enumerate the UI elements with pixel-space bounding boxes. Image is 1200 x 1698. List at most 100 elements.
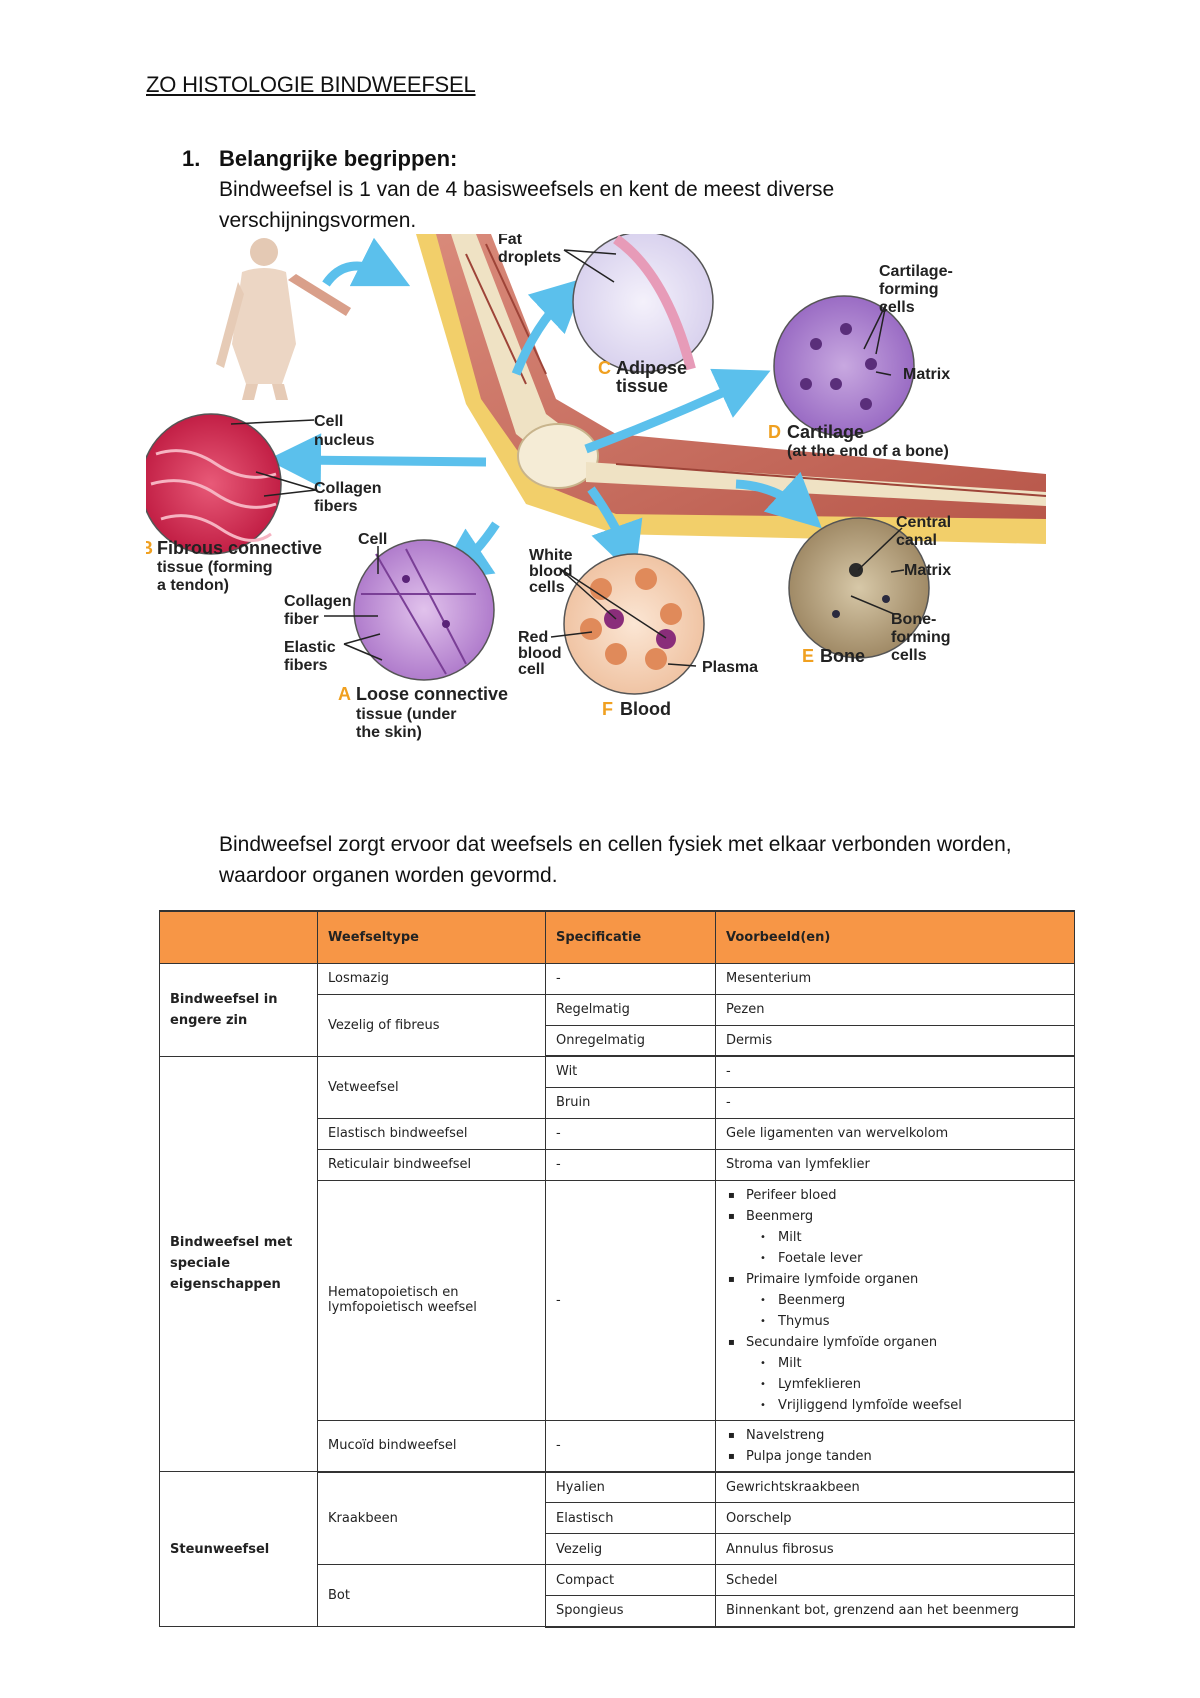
label-central-canal-1: Central — [896, 514, 951, 531]
table-row: Bindweefsel in engere zin Losmazig - Mes… — [159, 962, 1075, 1057]
caption-d-letter: D — [768, 422, 781, 442]
spec-cell: - — [545, 1419, 716, 1473]
header-cell: Voorbeeld(en) — [715, 910, 1075, 964]
caption-a-3: the skin) — [356, 724, 422, 741]
caption-b-letter: B — [146, 538, 153, 558]
table-row: Bruin - — [160, 1086, 1075, 1119]
table-row: Reticulair bindweefsel - Stroma van lymf… — [160, 1148, 1075, 1181]
label-collagen-fibers-1: Collagen — [314, 480, 382, 497]
loose-tissue-circle — [353, 539, 495, 681]
table-row: Steunweefsel Kraakbeen Hyalien Gewrichts… — [159, 1471, 1075, 1627]
type-cell: Bot — [317, 1564, 546, 1627]
body-paragraph: Bindweefsel zorgt ervoor dat weefsels en… — [219, 833, 1012, 887]
list-item: Beenmerg — [726, 1206, 1064, 1227]
label-fat-2: droplets — [498, 249, 561, 266]
label-cell-nucleus-2: nucleus — [314, 432, 375, 449]
table-row: Hematopoietisch en lymfopoietisch weefse… — [160, 1179, 1075, 1421]
label-bone-cells-1: Bone- — [891, 611, 936, 628]
caption-d-1: Cartilage — [787, 422, 864, 442]
type-cell: Kraakbeen — [317, 1471, 546, 1565]
spec-cell: Spongieus — [545, 1595, 716, 1628]
header-cell: Specificatie — [545, 910, 716, 964]
caption-b-2: tissue (forming — [157, 559, 273, 576]
section-number: 1. — [182, 146, 201, 171]
cartilage-circle — [773, 295, 915, 437]
table-row: Mucoïd bindweefsel - Navelstreng Pulpa j… — [160, 1419, 1075, 1473]
spec-cell: - — [545, 1179, 716, 1421]
spec-cell: - — [545, 1117, 716, 1150]
spec-cell: Hyalien — [545, 1471, 716, 1503]
caption-b-3: a tendon) — [157, 577, 229, 594]
table-row: Spongieus Binnenkant bot, grenzend aan h… — [160, 1595, 1075, 1628]
list-item: Foetale lever — [726, 1248, 1064, 1269]
connective-tissue-figure: Fat droplets Cartilage- forming cells Ma… — [146, 234, 1046, 804]
connective-tissue-illustration: Fat droplets Cartilage- forming cells Ma… — [146, 234, 1046, 741]
type-cell: Hematopoietisch en lymfopoietisch weefse… — [317, 1179, 546, 1421]
spec-cell: Wit — [545, 1055, 716, 1088]
label-elastic-fibers-1: Elastic — [284, 639, 336, 656]
document-title: ZO HISTOLOGIE BINDWEEFSEL — [146, 72, 476, 97]
label-rbc-3: cell — [518, 661, 545, 678]
spec-cell: Bruin — [545, 1086, 716, 1119]
table-row: Vezelig of fibreus Regelmatig Pezen — [160, 993, 1075, 1057]
header-cell: Weefseltype — [317, 910, 546, 964]
example-cell: Oorschelp — [715, 1502, 1075, 1534]
list-item: Thymus — [726, 1311, 1064, 1332]
label-elastic-fibers-2: fibers — [284, 657, 328, 674]
caption-d-2: (at the end of a bone) — [787, 443, 949, 460]
tissue-arrows — [267, 277, 822, 581]
list-item: Lymfeklieren — [726, 1374, 1064, 1395]
human-figure-icon — [216, 238, 351, 400]
list-item: Pulpa jonge tanden — [726, 1446, 1064, 1467]
caption-c-letter: C — [598, 358, 611, 378]
list-item: Milt — [726, 1353, 1064, 1374]
label-bone-cells-2: forming — [891, 629, 951, 646]
table-row: Elastisch bindweefsel - Gele ligamenten … — [160, 1117, 1075, 1150]
label-rbc-1: Red — [518, 629, 548, 646]
label-matrix-d: Matrix — [903, 366, 950, 383]
list-item: Vrijliggend lymfoïde weefsel — [726, 1395, 1064, 1416]
example-cell: Perifeer bloed Beenmerg Milt Foetale lev… — [715, 1179, 1075, 1421]
spec-cell: Regelmatig — [545, 993, 716, 1026]
example-cell: - — [715, 1055, 1075, 1088]
label-cartilage-cells-1: Cartilage- — [879, 263, 953, 280]
label-cartilage-cells-3: cells — [879, 299, 915, 316]
example-cell: Annulus fibrosus — [715, 1533, 1075, 1565]
fibrous-tissue-circle — [146, 413, 282, 555]
label-bone-cells-3: cells — [891, 647, 927, 664]
caption-f-letter: F — [602, 699, 613, 719]
example-cell: - — [715, 1086, 1075, 1119]
example-list: Perifeer bloed Beenmerg Milt Foetale lev… — [726, 1181, 1064, 1420]
header-cell — [159, 910, 318, 964]
caption-c-1: Adipose — [616, 358, 687, 378]
label-collagen-fibers-2: fibers — [314, 498, 358, 515]
label-matrix-e: Matrix — [904, 562, 951, 579]
zoom-arrow-icon — [322, 237, 411, 287]
example-cell: Gewrichtskraakbeen — [715, 1471, 1075, 1503]
label-wbc-3: cells — [529, 579, 565, 596]
section-heading-text: Belangrijke begrippen: — [219, 146, 458, 171]
blood-circle — [563, 553, 705, 695]
label-collagen-fiber-2: fiber — [284, 611, 319, 628]
label-cell-a: Cell — [358, 531, 387, 548]
caption-c-2: tissue — [616, 376, 668, 396]
table-row: Onregelmatig Dermis — [160, 1024, 1075, 1057]
intro-paragraph: Bindweefsel is 1 van de 4 basisweefsels … — [219, 178, 835, 232]
caption-b-1: Fibrous connective — [157, 538, 322, 558]
list-item: Perifeer bloed — [726, 1185, 1064, 1206]
caption-a-letter: A — [338, 684, 351, 704]
group-cell: Bindweefsel in engere zin — [159, 962, 318, 1057]
example-cell: Gele ligamenten van wervelkolom — [715, 1117, 1075, 1150]
bone-circle — [788, 517, 930, 659]
label-cell-nucleus-1: Cell — [314, 413, 343, 430]
spec-cell: Onregelmatig — [545, 1024, 716, 1057]
example-cell: Dermis — [715, 1024, 1075, 1057]
example-cell: Navelstreng Pulpa jonge tanden — [715, 1419, 1075, 1473]
label-wbc-1: White — [529, 547, 573, 564]
list-item: Beenmerg — [726, 1290, 1064, 1311]
label-cartilage-cells-2: forming — [879, 281, 939, 298]
table-header-row: Weefseltype Specificatie Voorbeeld(en) — [159, 910, 1075, 964]
list-item: Navelstreng — [726, 1425, 1064, 1446]
adipose-tissue-circle — [572, 234, 714, 373]
label-central-canal-2: canal — [896, 532, 937, 549]
